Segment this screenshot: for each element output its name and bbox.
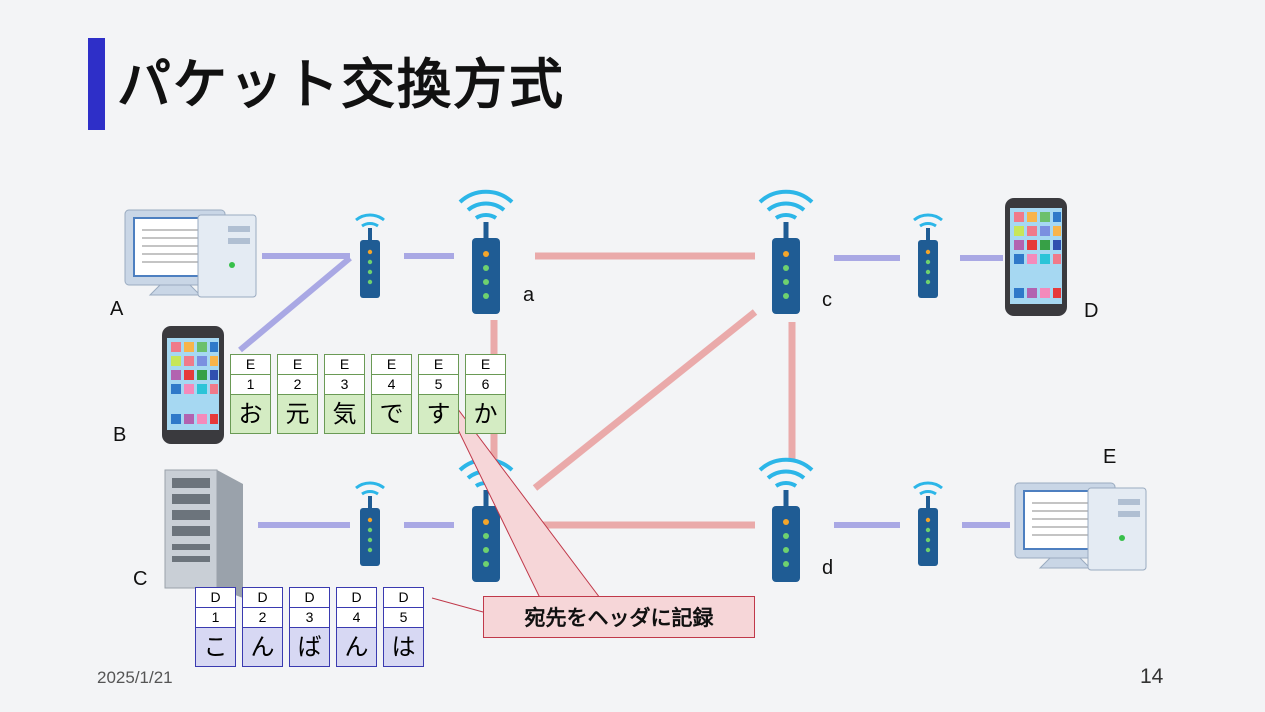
packet-char: お [238,400,263,428]
packet-seq: 3 [325,375,364,395]
packet-seq: 1 [231,375,270,395]
phone-b-icon [162,326,224,444]
router-small-d-icon [912,213,944,300]
packet-char: ん [250,633,275,661]
footer-date: 2025/1/21 [97,668,173,687]
packet-char: か [473,400,498,428]
packet-dest: E [372,355,411,375]
node-label-a: A [110,298,124,320]
packet-char: す [426,400,451,428]
phone-d-icon [1005,198,1067,316]
title-accent-bar [88,38,105,130]
packet-seq: 6 [466,375,505,395]
packet-seq: 2 [243,608,282,628]
node-label-b: B [113,424,127,446]
node-label-e: E [1103,446,1117,468]
packet-dest: D [337,588,376,608]
packet-char: 気 [332,400,357,428]
server-c-icon [164,469,243,598]
packet-dest: E [278,355,317,375]
packet-seq: 4 [372,375,411,395]
router-small-c-icon [354,481,386,568]
router-c-icon [758,189,814,316]
packet-dest: E [419,355,458,375]
computer-e-icon [1014,482,1147,571]
packet-char: 元 [285,400,310,428]
node-label-c: C [133,568,148,590]
packet-seq: 5 [419,375,458,395]
core-links [490,252,796,529]
packet-dest: E [466,355,505,375]
computer-a-icon [124,209,257,298]
header-callout: 宛先をヘッダに記録 [483,596,755,638]
packet-dest: E [325,355,364,375]
packet-char: こ [203,633,228,661]
router-label-c: c [822,289,832,311]
packet-seq: 4 [337,608,376,628]
packet-char: は [391,633,416,661]
packet-dest: D [290,588,329,608]
router-a-icon [458,189,514,316]
packet-seq: 3 [290,608,329,628]
packet-char: ば [297,633,322,661]
packet-dest: D [196,588,235,608]
router-label-a: a [523,284,535,306]
packet-seq: 1 [196,608,235,628]
slide-title: パケット交換方式 [117,53,565,116]
access-links [238,253,1010,528]
packet-char: で [379,400,404,428]
page-number: 14 [1140,665,1164,688]
router-small-e-icon [912,481,944,568]
router-d-icon [758,457,814,584]
packet-char: ん [344,633,369,661]
packet-seq: 2 [278,375,317,395]
packet-seq: 5 [384,608,423,628]
packet-dest: E [231,355,270,375]
router-small-ab-icon [354,213,386,300]
router-label-d: d [822,557,834,579]
node-label-d: D [1084,300,1099,322]
packet-dest: D [243,588,282,608]
packet-dest: D [384,588,423,608]
